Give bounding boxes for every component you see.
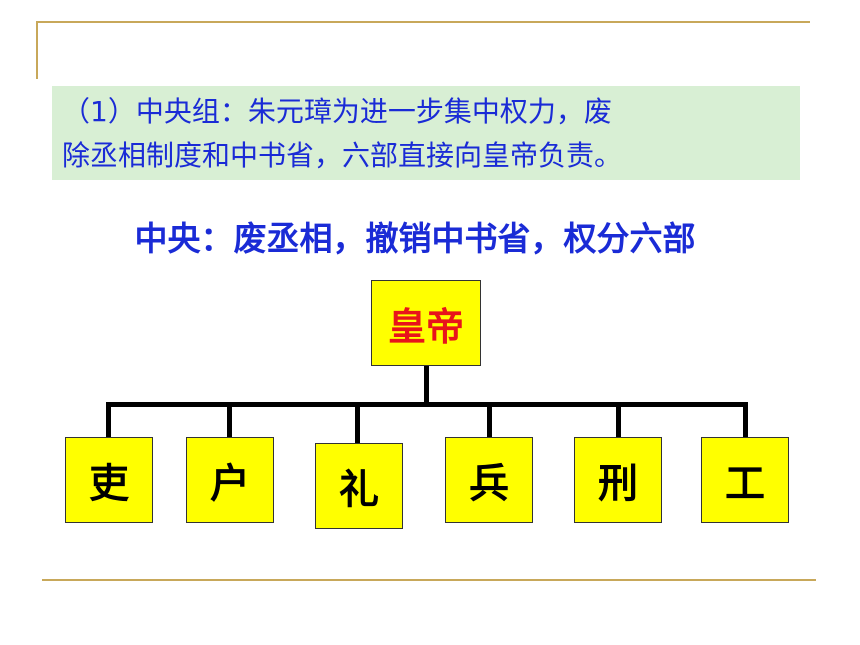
emperor-node: 皇帝 xyxy=(371,280,481,366)
connector-dept-4 xyxy=(487,402,492,438)
connector-dept-5 xyxy=(616,402,621,438)
connector-root-down xyxy=(424,366,429,404)
connector-horizontal-bar xyxy=(106,402,748,407)
dept-node-works: 工 xyxy=(701,437,789,523)
dept-node-war: 兵 xyxy=(445,437,533,523)
connector-dept-6 xyxy=(743,402,748,438)
connector-dept-1 xyxy=(106,402,111,438)
connector-dept-3 xyxy=(355,402,360,444)
dept-node-rites: 礼 xyxy=(315,443,403,529)
intro-line-1: （1）中央组：朱元璋为进一步集中权力，废 xyxy=(62,95,612,128)
dept-node-personnel: 吏 xyxy=(65,437,153,523)
decorative-top-rule xyxy=(36,21,810,23)
dept-node-justice: 刑 xyxy=(574,437,662,523)
decorative-bottom-rule xyxy=(42,579,816,581)
decorative-left-rule xyxy=(36,21,38,79)
diagram-heading: 中央：废丞相，撤销中书省，权分六部 xyxy=(134,219,696,258)
intro-line-2: 除丞相制度和中书省，六部直接向皇帝负责。 xyxy=(62,139,623,172)
dept-node-revenue: 户 xyxy=(186,437,274,523)
intro-text-box: （1）中央组：朱元璋为进一步集中权力，废 除丞相制度和中书省，六部直接向皇帝负责… xyxy=(52,86,800,180)
connector-dept-2 xyxy=(227,402,232,438)
